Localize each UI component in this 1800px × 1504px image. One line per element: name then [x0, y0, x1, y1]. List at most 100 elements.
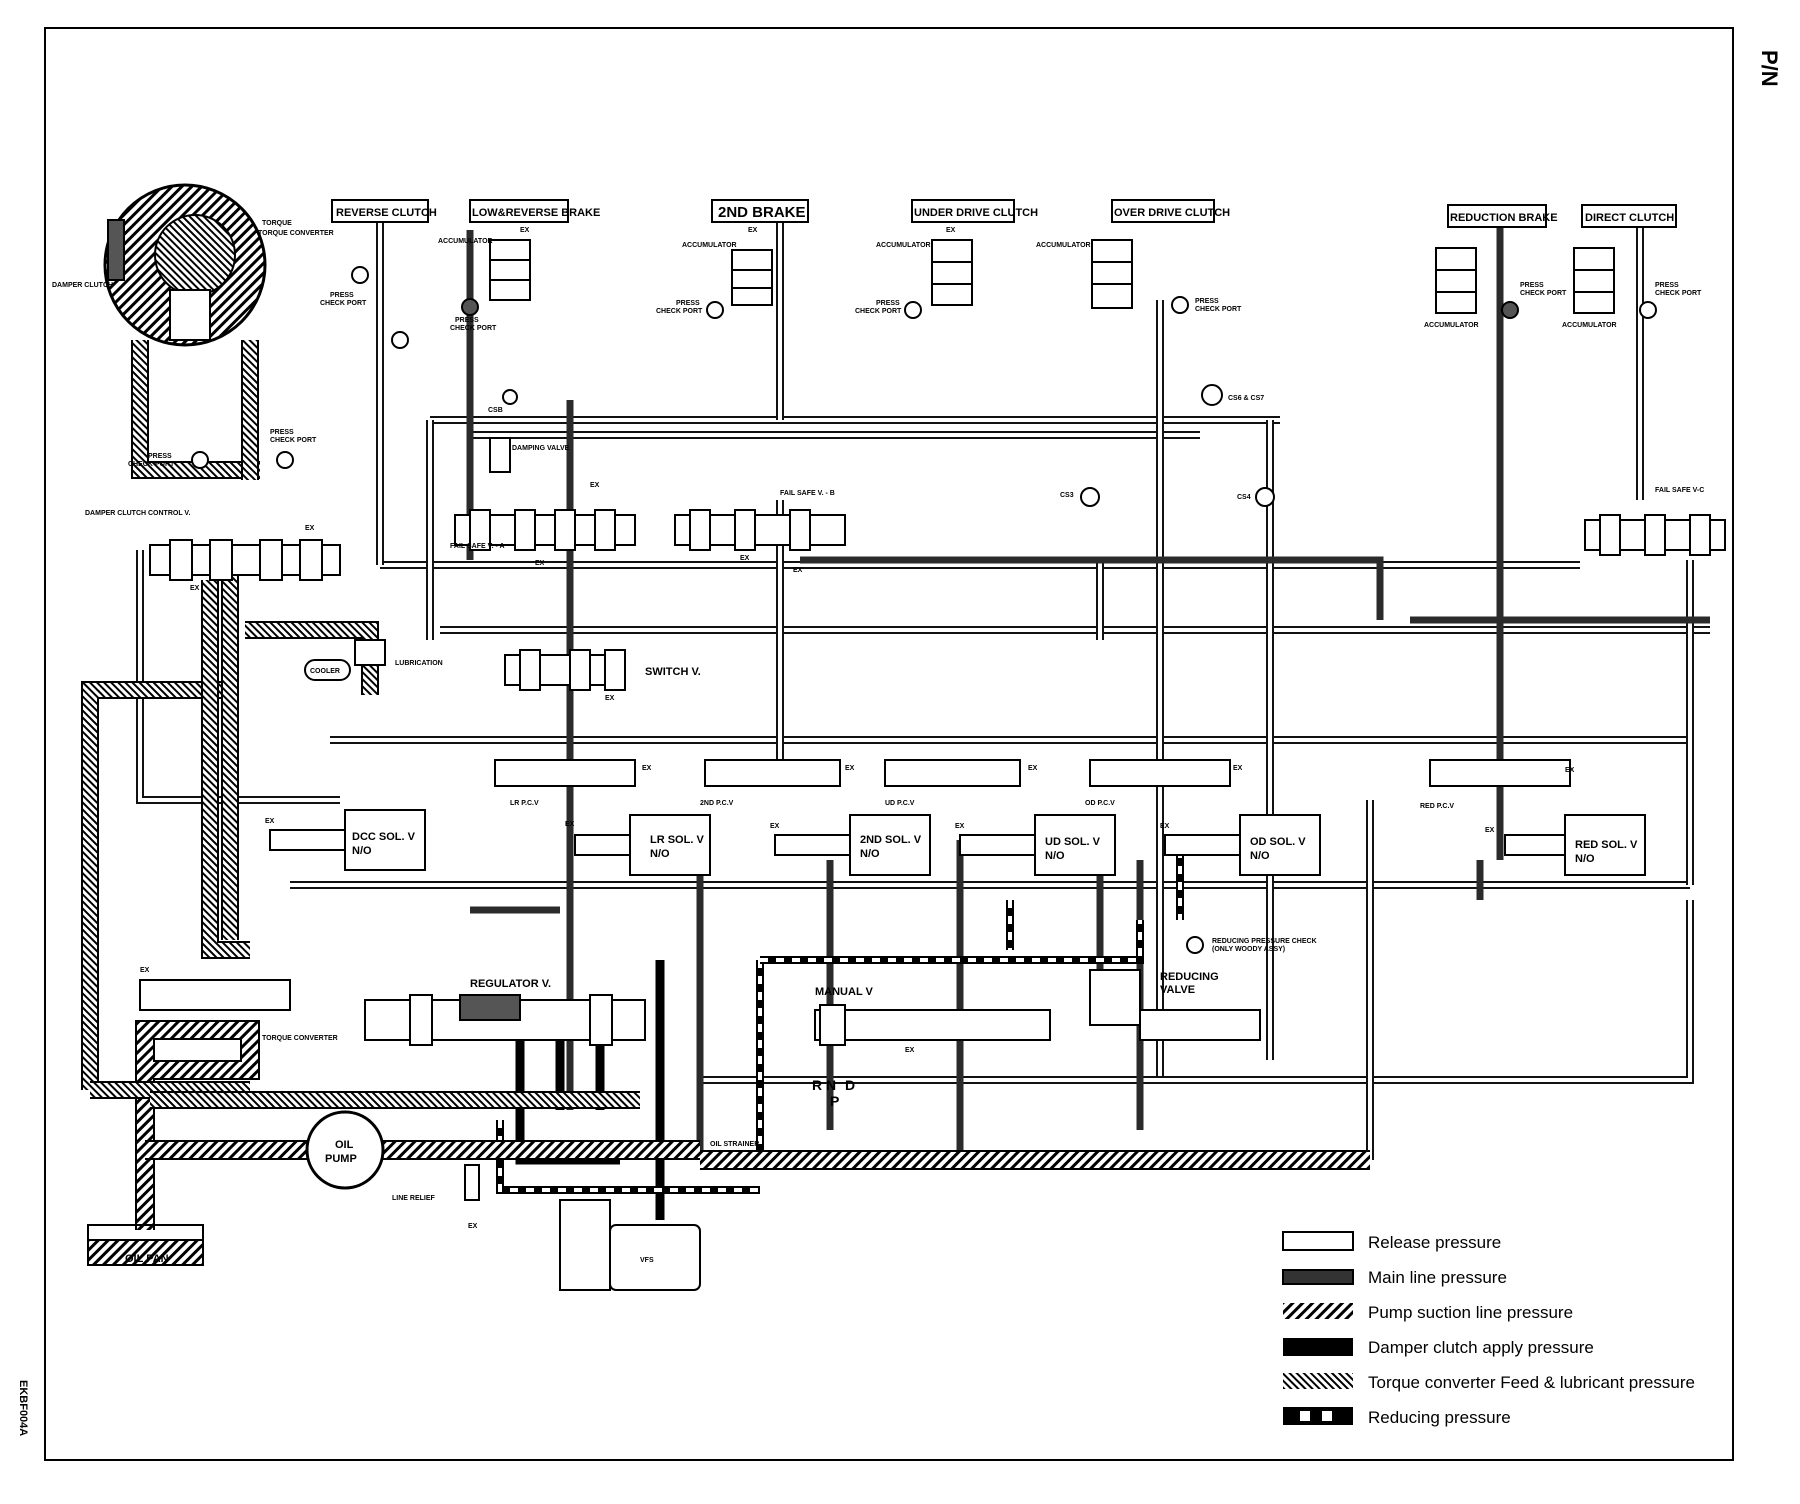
legend-swatch-release: [1282, 1231, 1354, 1251]
ex-label: EX: [140, 967, 150, 974]
direct-clutch-title: DIRECT CLUTCH: [1585, 212, 1674, 224]
regulator-v-label: REGULATOR V.: [470, 978, 551, 990]
press-check-label-7: PRESS: [876, 300, 900, 307]
ex-label: EX: [190, 585, 200, 592]
second-sol-label: 2ND SOL. V: [860, 834, 922, 846]
line-relief-label: LINE RELIEF: [392, 1195, 436, 1202]
damping-valve-label: DAMPING VALVE: [512, 445, 570, 452]
cs4-label: CS4: [1237, 494, 1251, 501]
vfs-label: VFS: [640, 1257, 654, 1264]
cs3-label: CS3: [1060, 492, 1074, 499]
ex-label: EX: [565, 821, 575, 828]
low-reverse-brake-title: LOW&REVERSE BRAKE: [472, 207, 600, 219]
od-sol-label: OD SOL. V: [1250, 836, 1306, 848]
reverse-clutch-title: REVERSE CLUTCH: [336, 207, 437, 219]
cs67-label: CS6 & CS7: [1228, 395, 1264, 402]
press-check-label-6: CHECK PORT: [656, 308, 703, 315]
damper-clutch-control-label: DAMPER CLUTCH CONTROL V.: [85, 510, 190, 517]
accumulator-label-2nd: ACCUMULATOR: [682, 242, 737, 249]
press-check-label-13: PRESS: [1655, 282, 1679, 289]
accumulators: [489, 239, 1615, 314]
red-sol-label: RED SOL. V: [1575, 839, 1638, 851]
ud-sol-label: UD SOL. V: [1045, 836, 1101, 848]
page-border: [44, 27, 1734, 1461]
second-pcv-label: 2ND P.C.V: [700, 800, 734, 807]
oil-pump-label-1: OIL: [335, 1139, 354, 1151]
press-check-ports: [191, 266, 1657, 954]
legend-label-release: Release pressure: [1368, 1233, 1501, 1252]
press-check-label-5: PRESS: [676, 300, 700, 307]
shift-d: D: [845, 1077, 855, 1093]
ex-label: EX: [1233, 765, 1243, 772]
press-check-label-17: PRESS: [270, 429, 294, 436]
valve-bodies: [87, 437, 1726, 1291]
csb-label: CSB: [488, 407, 503, 414]
ex-label: EX: [845, 765, 855, 772]
od-sol-no: N/O: [1250, 850, 1270, 862]
ex-label: EX: [793, 567, 803, 574]
press-check-label-16: CHECK PORT: [128, 461, 175, 468]
torque-converter-label-1: TORQUE: [262, 220, 292, 227]
torque-converter-label: TORQUE CONVERTER: [258, 230, 334, 237]
torque-converter: [103, 183, 267, 347]
legend: Release pressure Main line pressure Pump…: [1282, 1231, 1695, 1427]
ex-label: EX: [748, 227, 758, 234]
press-check-label-3: PRESS: [455, 317, 479, 324]
reducing-pressure-lines: [496, 850, 1184, 1194]
shift-n: N: [826, 1077, 836, 1093]
ex-label: EX: [1028, 765, 1038, 772]
shift-r: R: [812, 1077, 822, 1093]
reducing-valve-label-2: VALVE: [1160, 984, 1195, 996]
press-check-label-15: PRESS: [148, 453, 172, 460]
lr-sol-label: LR SOL. V: [650, 834, 704, 846]
accumulator-label-ud: ACCUMULATOR: [876, 242, 931, 249]
press-check-label-1: PRESS: [330, 292, 354, 299]
press-check-label-10: CHECK PORT: [1195, 306, 1242, 313]
press-check-label-9: PRESS: [1195, 298, 1219, 305]
legend-label-tcfeed: Torque converter Feed & lubricant pressu…: [1368, 1373, 1695, 1392]
fail-safe-b-label: FAIL SAFE V. - B: [780, 490, 835, 497]
under-drive-clutch-title: UNDER DRIVE CLUTCH: [914, 207, 1038, 219]
reducing-check-label: REDUCING PRESSURE CHECK: [1212, 938, 1317, 945]
manual-v-label: MANUAL V: [815, 986, 874, 998]
ex-label: EX: [590, 482, 600, 489]
over-drive-clutch-title: OVER DRIVE CLUTCH: [1114, 207, 1230, 219]
lr-sol-no: N/O: [650, 848, 670, 860]
damper-clutch-label: DAMPER CLUTCH: [52, 282, 113, 289]
ud-sol-no: N/O: [1045, 850, 1065, 862]
dcc-sol-no: N/O: [352, 845, 372, 857]
reducing-valve-label-1: REDUCING: [1160, 971, 1219, 983]
ud-pcv-label: UD P.C.V: [885, 800, 915, 807]
legend-label-reducing: Reducing pressure: [1368, 1408, 1511, 1427]
reduction-brake-title: REDUCTION BRAKE: [1450, 212, 1558, 224]
accumulator-label-lr: ACCUMULATOR: [438, 238, 493, 245]
ex-label: EX: [955, 823, 965, 830]
press-check-label-8: CHECK PORT: [855, 308, 902, 315]
ex-label: EX: [468, 1223, 478, 1230]
accumulator-label-dc: ACCUMULATOR: [1562, 322, 1617, 329]
ex-label: EX: [265, 818, 275, 825]
press-check-label-14: CHECK PORT: [1655, 290, 1702, 297]
legend-swatch-tcfeed: [1283, 1373, 1353, 1389]
ex-label: EX: [305, 525, 315, 532]
main-line-pressure-lines: [466, 210, 1710, 1160]
torque-converter-valve-label: TORQUE CONVERTER: [262, 1035, 338, 1042]
ex-label: EX: [605, 695, 615, 702]
second-brake-title: 2ND BRAKE: [718, 204, 806, 221]
second-sol-no: N/O: [860, 848, 880, 860]
oil-pump-label-2: PUMP: [325, 1153, 357, 1165]
ex-label: EX: [642, 765, 652, 772]
cooler-label: COOLER: [310, 668, 340, 675]
ex-label: EX: [1485, 827, 1495, 834]
release-pressure-lines: [136, 200, 1710, 1160]
dcc-sol-label: DCC SOL. V: [352, 831, 416, 843]
press-check-label-12: CHECK PORT: [1520, 290, 1567, 297]
legend-swatch-damper: [1283, 1338, 1353, 1356]
fail-safe-a-label: FAIL SAFE V. - A: [450, 543, 505, 550]
ex-label: EX: [1565, 767, 1575, 774]
switch-v-label: SWITCH V.: [645, 666, 701, 678]
figure-code: EKBF004A: [17, 1380, 29, 1436]
legend-label-damper: Damper clutch apply pressure: [1368, 1338, 1594, 1357]
ex-label: EX: [520, 227, 530, 234]
